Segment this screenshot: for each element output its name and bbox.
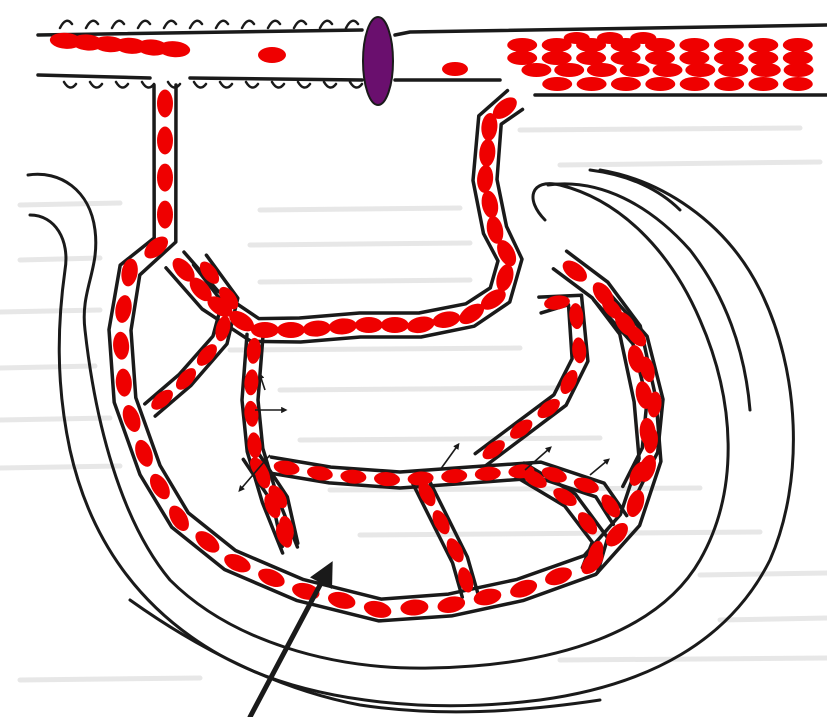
red-blood-cell bbox=[714, 77, 744, 91]
flow-arrow bbox=[525, 448, 550, 470]
red-blood-cell bbox=[157, 201, 173, 229]
red-blood-cell bbox=[113, 294, 133, 324]
red-blood-cell bbox=[165, 502, 193, 534]
bg-line bbox=[20, 678, 200, 680]
red-blood-cell bbox=[587, 63, 617, 77]
red-blood-cell bbox=[507, 38, 537, 52]
bg-line bbox=[300, 438, 600, 440]
bg-line bbox=[560, 658, 827, 660]
red-blood-cell bbox=[564, 32, 590, 44]
red-blood-cell bbox=[476, 164, 494, 193]
red-blood-cell bbox=[542, 51, 572, 65]
red-blood-cell bbox=[597, 32, 623, 44]
red-blood-cell bbox=[191, 527, 223, 557]
arteriole-bottom-wall bbox=[38, 75, 362, 80]
red-blood-cell bbox=[431, 309, 462, 330]
red-blood-cell bbox=[576, 51, 606, 65]
red-blood-cell bbox=[751, 63, 781, 77]
red-blood-cell bbox=[479, 189, 500, 220]
red-blood-cell bbox=[441, 468, 468, 484]
red-blood-cell bbox=[748, 51, 778, 65]
red-blood-cell bbox=[157, 164, 173, 192]
red-blood-cell bbox=[577, 77, 607, 91]
red-blood-cell bbox=[679, 38, 709, 52]
bg-line bbox=[0, 466, 120, 468]
red-blood-cell bbox=[328, 317, 357, 335]
bg-line bbox=[0, 366, 95, 368]
precapillary-sphincter bbox=[363, 17, 393, 105]
red-blood-cell bbox=[400, 599, 429, 617]
bg-line bbox=[720, 618, 827, 620]
red-blood-cell bbox=[302, 319, 331, 337]
red-blood-cell bbox=[474, 466, 501, 482]
bg-line bbox=[20, 203, 120, 205]
red-blood-cell bbox=[679, 51, 709, 65]
red-blood-cell bbox=[157, 90, 173, 118]
red-blood-cell bbox=[653, 63, 683, 77]
flow-arrow bbox=[440, 445, 458, 470]
flow-arrow bbox=[590, 460, 608, 475]
red-blood-cell bbox=[478, 138, 496, 167]
bg-line bbox=[360, 532, 760, 535]
bg-line bbox=[260, 208, 460, 210]
red-blood-cell bbox=[748, 38, 778, 52]
red-blood-cell bbox=[748, 77, 778, 91]
red-blood-cell bbox=[645, 77, 675, 91]
bg-line bbox=[560, 162, 820, 165]
red-blood-cell bbox=[406, 314, 437, 335]
red-blood-cell bbox=[146, 470, 174, 502]
red-blood-cell bbox=[258, 47, 286, 63]
red-blood-cell bbox=[221, 550, 253, 576]
red-blood-cell bbox=[554, 63, 584, 77]
red-blood-cell bbox=[620, 63, 650, 77]
bg-line bbox=[280, 388, 560, 390]
bg-line bbox=[520, 128, 800, 130]
red-blood-cell bbox=[714, 38, 744, 52]
red-blood-cell bbox=[714, 51, 744, 65]
red-blood-cell bbox=[718, 63, 748, 77]
red-blood-cell bbox=[355, 317, 383, 333]
red-blood-cell bbox=[783, 51, 813, 65]
red-blood-cell bbox=[251, 322, 279, 338]
red-blood-cell bbox=[645, 51, 675, 65]
red-blood-cell bbox=[559, 256, 591, 286]
red-blood-cell bbox=[542, 77, 572, 91]
red-blood-cell bbox=[521, 63, 551, 77]
bg-line bbox=[0, 418, 110, 420]
red-blood-cell bbox=[157, 127, 173, 155]
red-blood-cell bbox=[442, 62, 468, 76]
red-blood-cell bbox=[784, 63, 814, 77]
red-blood-cell bbox=[680, 77, 710, 91]
bg-line bbox=[260, 280, 470, 282]
bg-line bbox=[20, 258, 100, 260]
red-blood-cell bbox=[112, 331, 130, 360]
red-blood-cell bbox=[381, 317, 409, 333]
thoroughfare-channel-wall bbox=[184, 91, 508, 319]
bg-line bbox=[250, 243, 470, 245]
red-blood-cell bbox=[507, 51, 537, 65]
red-blood-cell bbox=[115, 368, 133, 397]
red-blood-cell bbox=[783, 77, 813, 91]
red-blood-cell bbox=[783, 38, 813, 52]
red-blood-cell bbox=[277, 322, 305, 338]
red-blood-cell bbox=[611, 51, 641, 65]
red-blood-cell bbox=[630, 32, 656, 44]
red-blood-cell bbox=[685, 63, 715, 77]
arteriole-top-wall bbox=[38, 30, 362, 35]
bg-line bbox=[230, 348, 520, 350]
red-blood-cell bbox=[611, 77, 641, 91]
